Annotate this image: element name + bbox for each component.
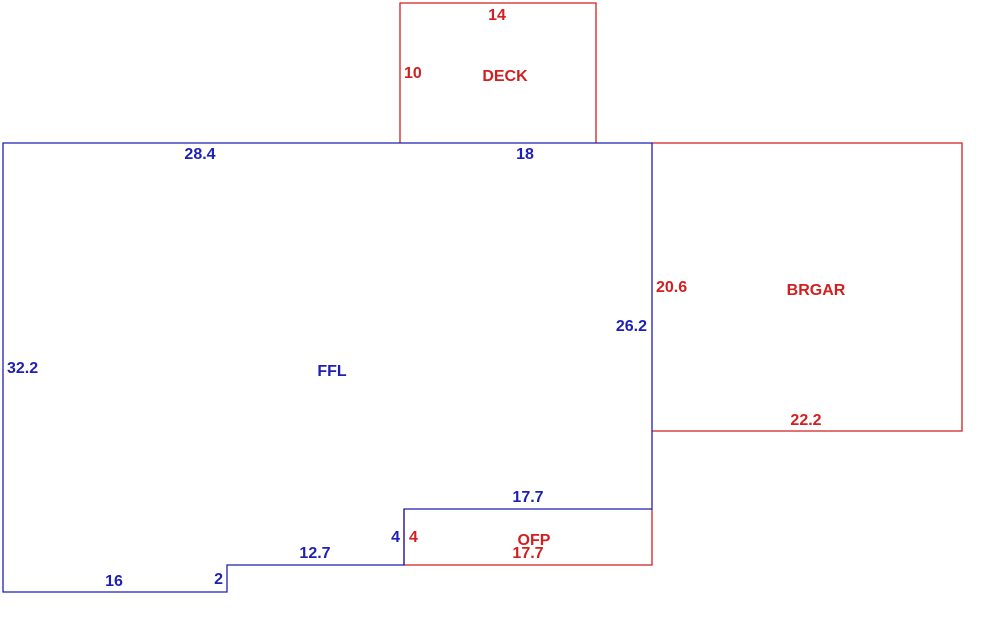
ffl-dim-notch-side: 4 [391,529,400,546]
deck-name: DECK [482,68,528,85]
deck-dim-left: 10 [404,65,422,82]
ffl-dim-bottom-left: 16 [105,573,123,590]
brgar-dim-bottom: 22.2 [790,412,821,429]
ffl-dim-right: 26.2 [616,318,647,335]
ffl-name: FFL [317,363,347,380]
ffl-dim-bottom-mid: 12.7 [299,545,330,562]
deck-outline [399,2,597,143]
ofp-name: OFP [518,532,551,549]
ofp-dim-left: 4 [409,529,418,546]
brgar-dim-left: 20.6 [656,279,687,296]
ffl-dim-notch-top: 17.7 [512,489,543,506]
ffl-dim-top-left: 28.4 [184,146,215,163]
ffl-dim-step: 2 [214,571,223,588]
brgar-outline [652,142,963,432]
ffl-dim-top-right: 18 [516,146,534,163]
brgar-name: BRGAR [787,282,846,299]
ffl-dim-left: 32.2 [7,360,38,377]
deck-dim-top: 14 [488,7,506,24]
ofp-dim-bottom: 17.7 [512,545,543,562]
ffl-outline [2,142,653,593]
